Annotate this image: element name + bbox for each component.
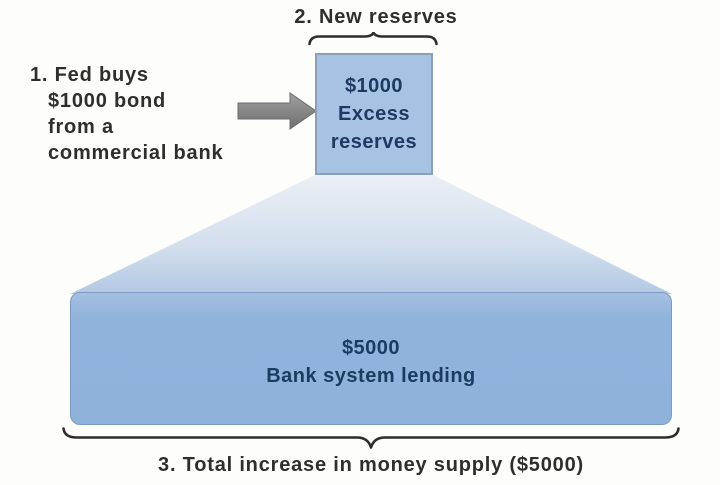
fed-buys-label: 1. Fed buys $1000 bond from a commercial… bbox=[30, 62, 223, 166]
top-brace-icon bbox=[308, 32, 438, 46]
funnel-shape bbox=[70, 175, 672, 294]
fed-buys-line-4: commercial bank bbox=[48, 142, 224, 164]
excess-reserves-line-3: reserves bbox=[330, 131, 418, 153]
bank-lending-amount: $5000 bbox=[341, 336, 401, 359]
fed-buys-line-2: $1000 bond bbox=[48, 90, 167, 112]
fed-buys-line-3: from a bbox=[48, 116, 114, 138]
bottom-brace-icon bbox=[62, 427, 680, 449]
fed-buys-line-1: 1. Fed buys bbox=[30, 64, 149, 86]
bank-lending-label: Bank system lending bbox=[266, 364, 476, 387]
excess-reserves-box: $1000 Excess reserves bbox=[315, 53, 433, 175]
bank-lending-box: $5000 Bank system lending bbox=[70, 292, 672, 425]
excess-reserves-line-2: Excess bbox=[338, 103, 410, 125]
arrow-right-icon bbox=[237, 92, 317, 130]
total-increase-label: 3. Total increase in money supply ($5000… bbox=[158, 454, 584, 476]
new-reserves-label: 2. New reserves bbox=[294, 6, 458, 28]
excess-reserves-amount: $1000 bbox=[344, 75, 404, 97]
